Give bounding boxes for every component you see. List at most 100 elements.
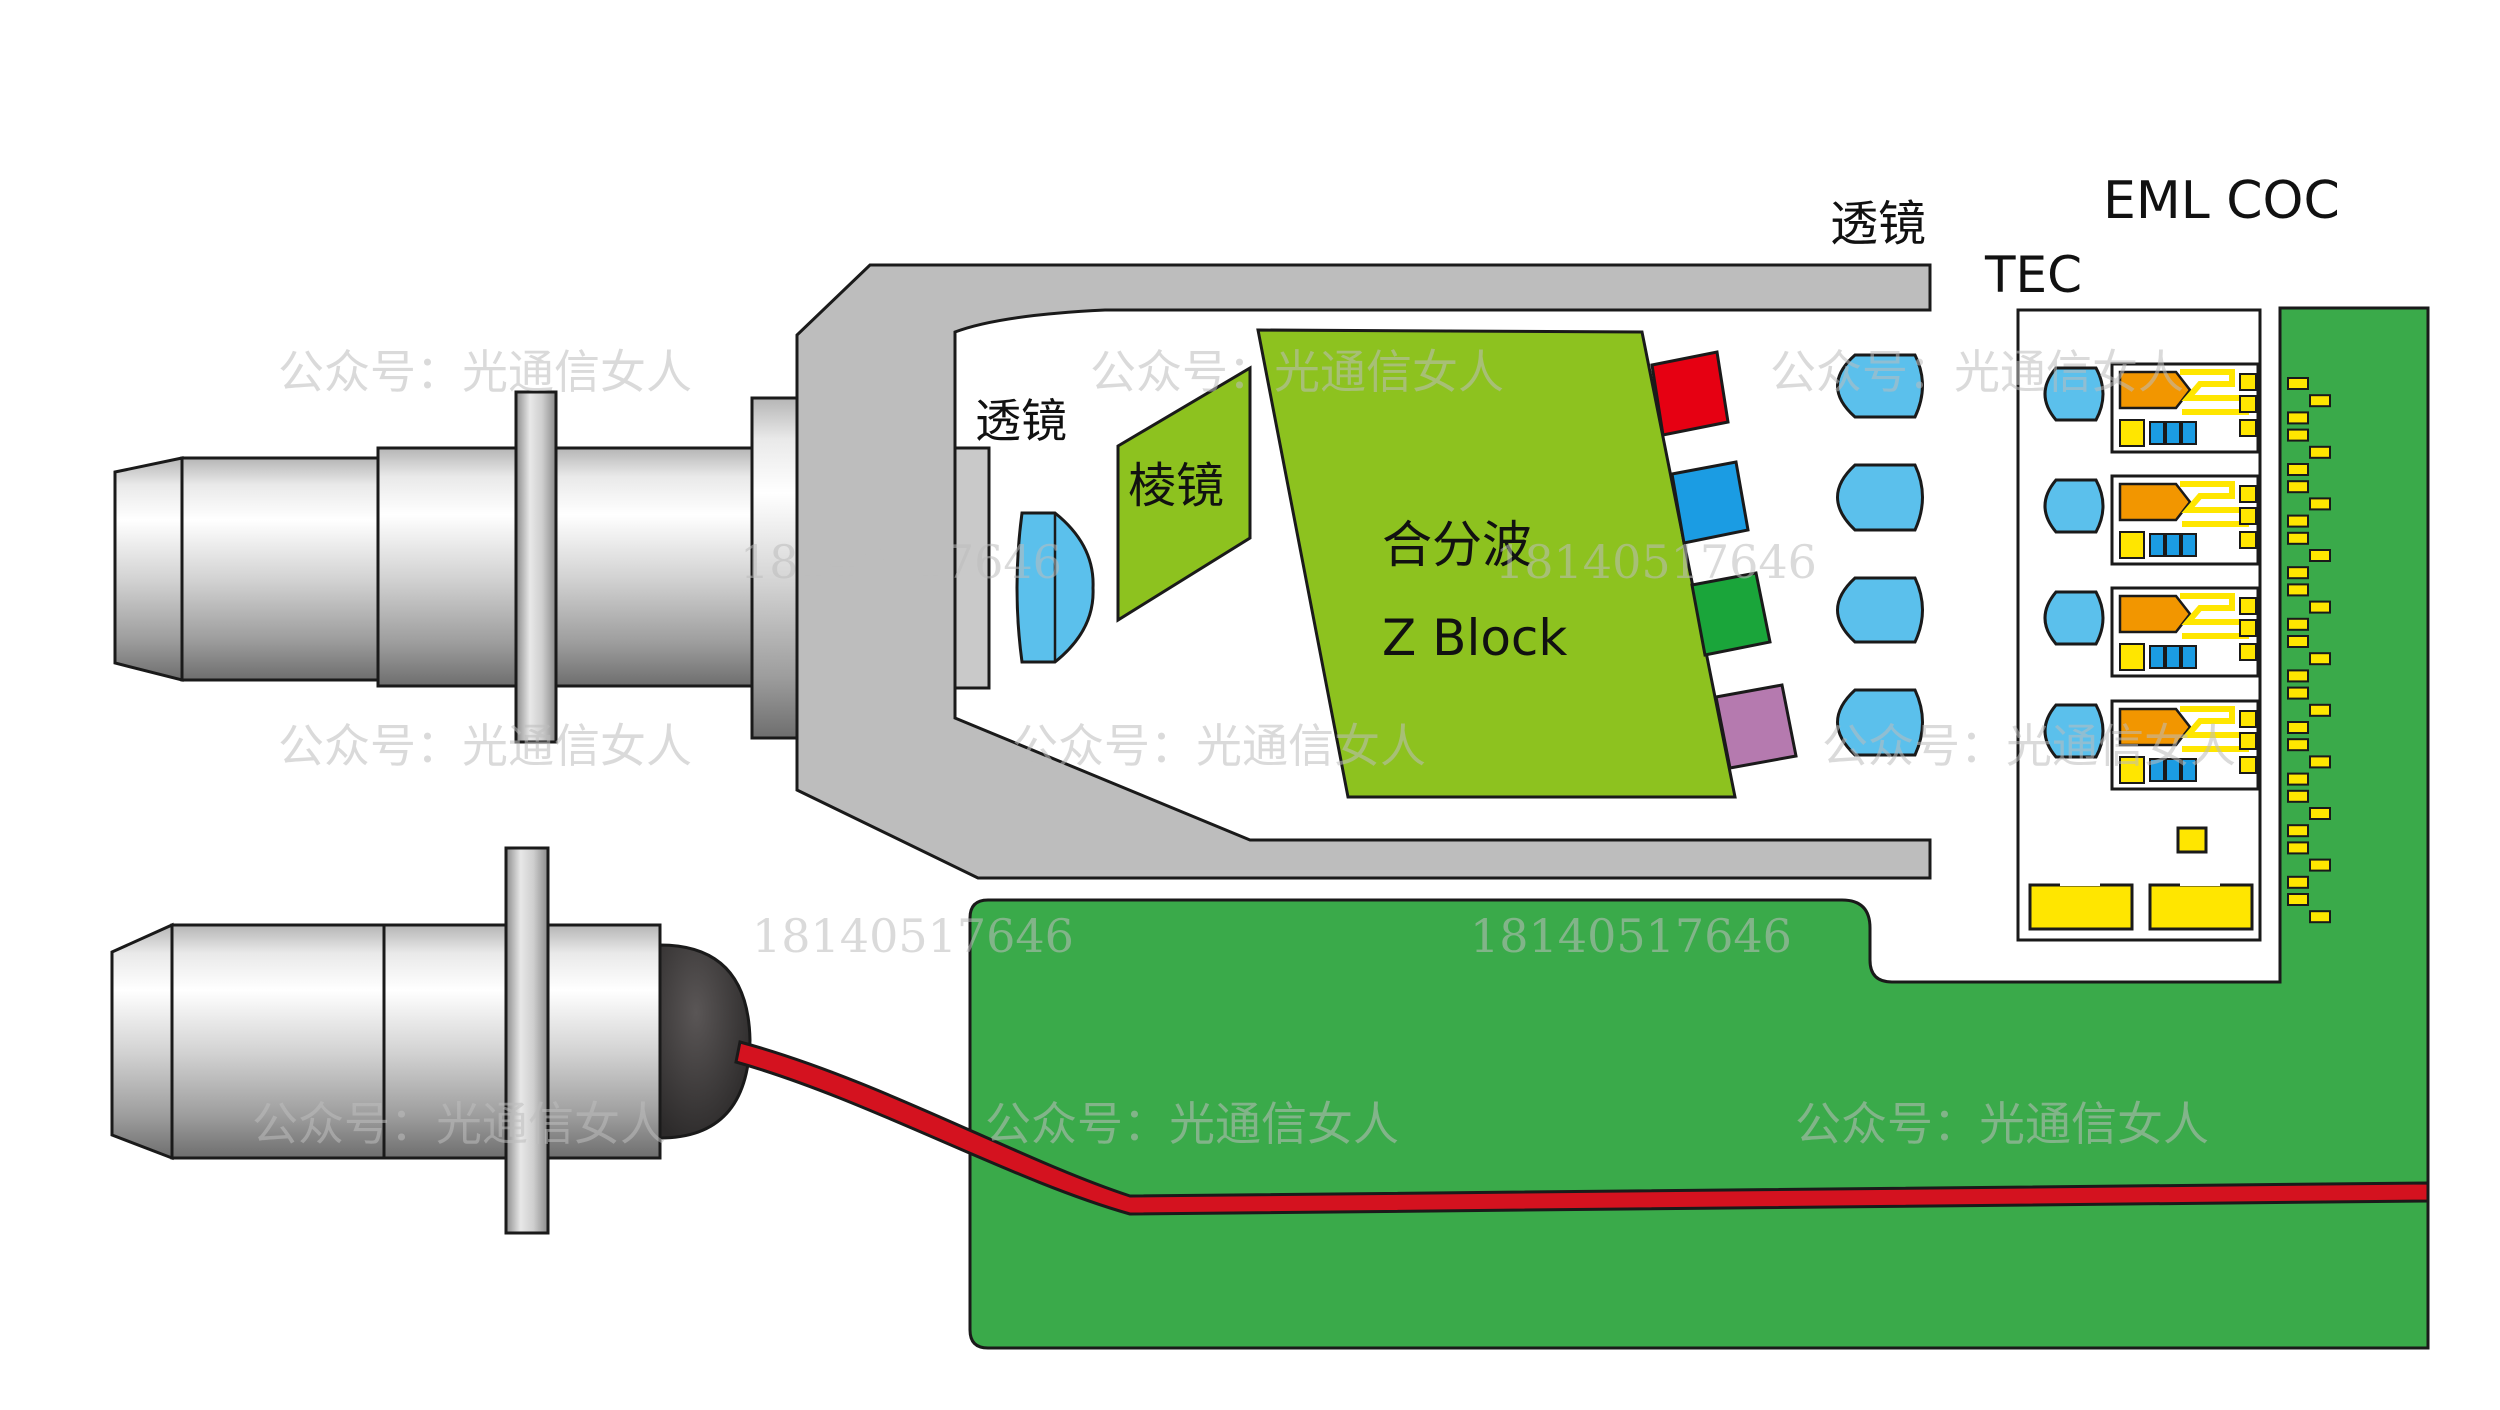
coc-pad — [2239, 485, 2257, 503]
tec-tab-left — [2060, 872, 2100, 886]
tec-tab-right — [2180, 872, 2220, 886]
receiver-nose — [110, 922, 174, 1161]
pcb-pad — [2309, 497, 2331, 511]
eml-coc-channel — [2043, 474, 2260, 566]
receptacle-barrel-1 — [180, 456, 380, 682]
pcb-pad — [2309, 600, 2331, 614]
pcb-pad — [2287, 617, 2309, 631]
pcb-pad — [2309, 445, 2331, 459]
coc-pad — [2239, 531, 2257, 549]
coc-pad — [2239, 597, 2257, 615]
filter-purple — [1714, 683, 1798, 770]
pcb-bond-pads — [2287, 377, 2331, 924]
label-mux: 合分波 — [1382, 516, 1532, 574]
receiver-cap — [658, 943, 752, 1140]
watermark-phone-1: 18140517646 — [740, 535, 1062, 589]
coc-pad — [2239, 373, 2257, 391]
tec-pad-right — [2148, 883, 2254, 931]
coc-cell — [2149, 645, 2165, 669]
coc-lens — [2043, 366, 2105, 422]
coc-pad — [2239, 395, 2257, 413]
eml-coc-channel — [2043, 362, 2260, 454]
pcb-pad — [2309, 394, 2331, 408]
watermark-account-1: 公众号：光通信女人 — [278, 345, 692, 399]
pcb-pad — [2287, 635, 2309, 648]
module-housing — [795, 263, 1932, 880]
pcb-pad — [2287, 669, 2309, 683]
eml-coc-channel — [2043, 586, 2260, 678]
pcb-pad — [2309, 910, 2331, 924]
lens-holder — [953, 446, 991, 690]
eml-die — [2118, 594, 2192, 634]
pcb-pad — [2287, 686, 2309, 700]
coc-lens — [2043, 478, 2105, 534]
pcb-pad — [2287, 531, 2309, 545]
coc-cell — [2165, 758, 2181, 782]
coc-cell — [2149, 533, 2165, 557]
coc-cell — [2181, 533, 2197, 557]
pcb-pad — [2287, 789, 2309, 803]
coc-pad — [2239, 419, 2257, 437]
label-zblock: Z Block — [1382, 609, 1567, 667]
array-lens-2 — [1836, 463, 1924, 532]
coc-cell — [2149, 758, 2165, 782]
pcb-pad — [2287, 566, 2309, 580]
coc-ground-pad — [2119, 643, 2145, 671]
pcb-pad — [2287, 583, 2309, 597]
watermark-account-4: 公众号：光通信女人 — [278, 719, 692, 773]
coc-lens — [2043, 703, 2105, 759]
coc-pad — [2239, 732, 2257, 750]
eml-die — [2118, 482, 2192, 522]
pcb-pad — [2287, 738, 2309, 752]
pcb-pad — [2287, 480, 2309, 494]
coc-cell — [2165, 645, 2181, 669]
watermark-account-5: 公众号：光通信女人 — [1012, 719, 1426, 773]
receiver-flange — [504, 846, 550, 1235]
pcb-pad — [2287, 514, 2309, 528]
receptacle-nose — [113, 456, 184, 682]
filter-blue — [1670, 460, 1750, 545]
pcb-pad — [2309, 652, 2331, 666]
coc-lens — [2043, 590, 2105, 646]
receive-receptacle — [110, 846, 752, 1235]
coc-ground-pad — [2119, 756, 2145, 784]
coc-cell — [2181, 421, 2197, 445]
eml-coc-array — [2043, 362, 2260, 791]
receiver-barrel-1 — [170, 923, 386, 1160]
eml-die — [2118, 370, 2192, 410]
eml-die — [2118, 707, 2192, 747]
flex-cable — [734, 1040, 2430, 1216]
array-lens-1 — [1836, 353, 1924, 419]
coc-pad — [2239, 643, 2257, 661]
receptacle-flange — [514, 390, 558, 744]
pcb-pad — [2287, 875, 2309, 889]
coc-cell — [2149, 421, 2165, 445]
pcb-pad — [2287, 824, 2309, 838]
watermark-phone-3: 18140517646 — [752, 909, 1074, 963]
watermark-phone-4: 18140517646 — [1470, 909, 1792, 963]
watermark-account-7: 公众号：光通信女人 — [252, 1097, 666, 1151]
lens-array — [1836, 353, 1924, 757]
coc-pad — [2239, 507, 2257, 525]
coc-ground-pad — [2119, 419, 2145, 447]
receptacle-barrel-2 — [376, 446, 758, 688]
coc-cell — [2165, 421, 2181, 445]
pcb-pad — [2309, 755, 2331, 769]
label-lens-left: 透镜 — [975, 394, 1067, 448]
coc-cell — [2165, 533, 2181, 557]
pcb-pad — [2287, 841, 2309, 855]
pcb-pad — [2309, 703, 2331, 717]
watermarks: 公众号：光通信女人 公众号：光通信女人 公众号：光通信女人 1814051764… — [252, 345, 2236, 1151]
coc-pad — [2239, 756, 2257, 774]
watermark-account-3: 公众号：光通信女人 — [1770, 345, 2184, 399]
coc-cell — [2181, 645, 2197, 669]
array-lens-4 — [1836, 688, 1924, 757]
watermark-account-8: 公众号：光通信女人 — [985, 1097, 1399, 1151]
pcb-pad — [2309, 858, 2331, 872]
thermistor-pad — [2176, 826, 2208, 854]
pcb-pad — [2287, 377, 2309, 390]
prism — [1116, 365, 1252, 623]
coc-cell — [2181, 758, 2197, 782]
z-block — [1256, 328, 1737, 799]
